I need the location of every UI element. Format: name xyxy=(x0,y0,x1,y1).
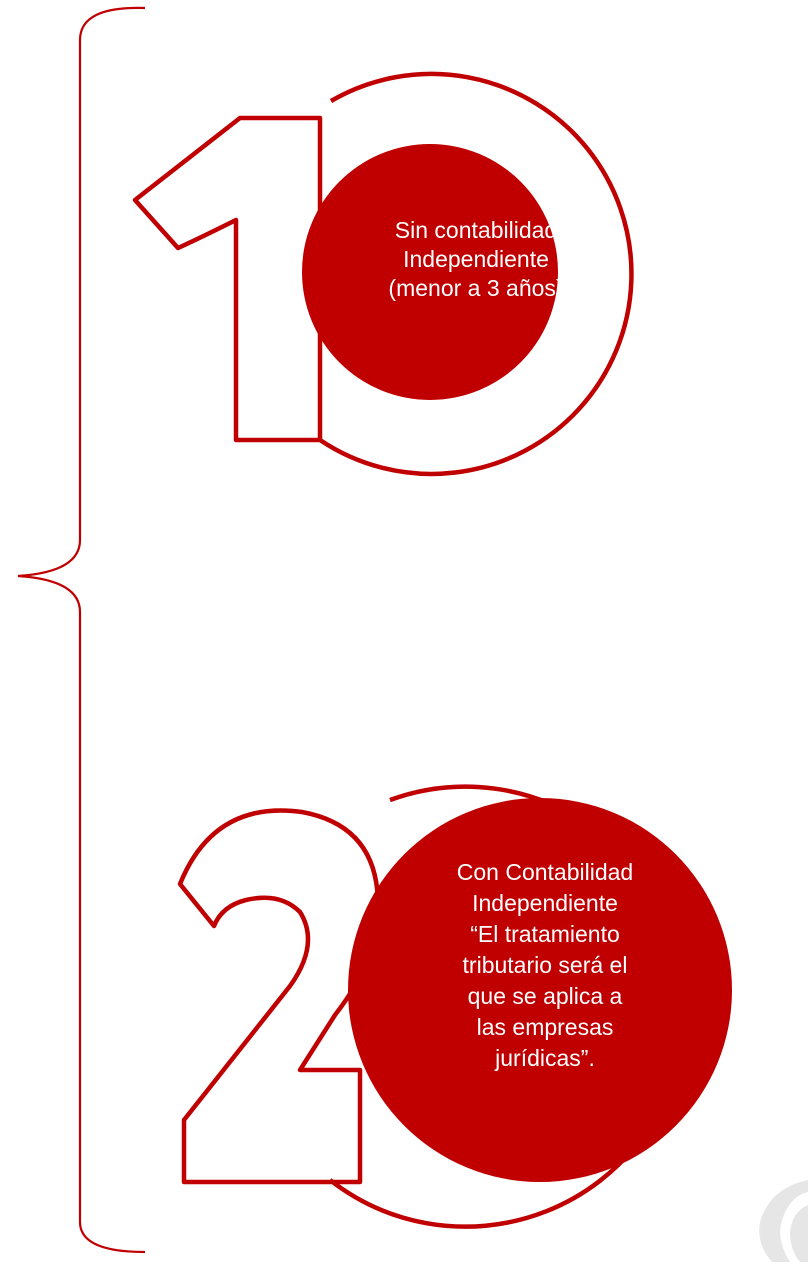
item2-line: que se aplica a xyxy=(467,983,623,1009)
item2-line: jurídicas”. xyxy=(495,1045,595,1071)
item2-line: Con Contabilidad xyxy=(456,859,634,885)
item1-outer-ring xyxy=(318,71,634,477)
numeral-one-outline xyxy=(132,115,323,443)
item2-circle xyxy=(348,798,732,1182)
grouping-brace xyxy=(17,6,146,1254)
item1-line: Sin contabilidad xyxy=(394,217,558,243)
item1-line: Independiente xyxy=(403,246,549,272)
item1-circle xyxy=(302,144,558,400)
numeral-two-outline xyxy=(177,808,381,1185)
item2-line: tributario será el xyxy=(462,952,628,978)
item2-line: Independiente xyxy=(472,890,618,916)
item2-line: “El tratamiento xyxy=(470,921,620,947)
item2-label: Con Contabilidad Independiente “El trata… xyxy=(410,857,680,1074)
logo-watermark xyxy=(759,1180,808,1262)
item1-line: (menor a 3 años) xyxy=(388,275,564,301)
item1-label: Sin contabilidad Independiente (menor a … xyxy=(346,216,606,303)
item2-line: las empresas xyxy=(476,1014,614,1040)
